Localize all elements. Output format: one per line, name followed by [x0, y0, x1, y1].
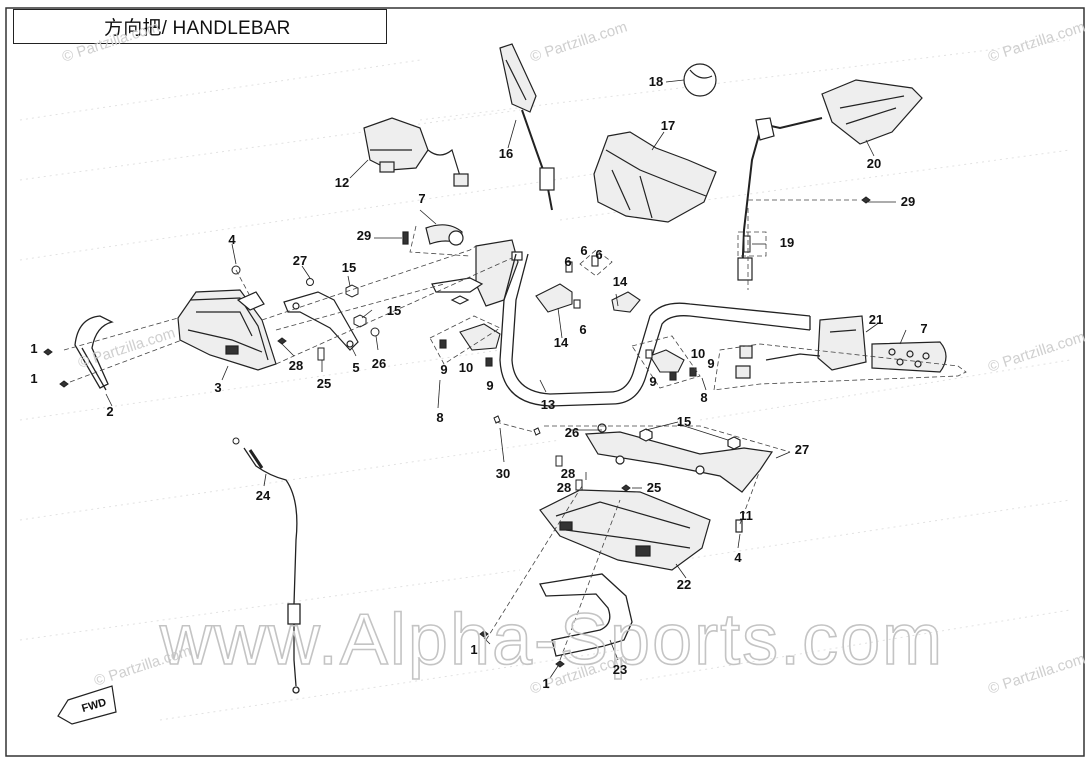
small-watermark: © Partzilla.com	[60, 18, 161, 65]
right-guard-bracket	[539, 573, 633, 657]
leader-lines	[63, 199, 967, 661]
small-watermark: © Partzilla.com	[986, 650, 1087, 697]
throttle-cable	[243, 447, 301, 694]
callout-number: 1	[30, 341, 37, 356]
callout-number: 12	[335, 175, 349, 190]
diagram-title: 方向把/ HANDLEBAR	[13, 9, 387, 44]
callout-number: 28	[561, 466, 575, 481]
callout-number: 7	[418, 191, 425, 206]
small-watermark: © Partzilla.com	[986, 328, 1087, 375]
left-switch-housing	[363, 117, 469, 187]
small-watermark: © Partzilla.com	[986, 18, 1087, 65]
right-mirror	[737, 79, 923, 281]
callout-number: 28	[289, 358, 303, 373]
callout-number: 4	[734, 550, 742, 565]
callout-number: 3	[214, 380, 221, 395]
callout-number: 23	[613, 662, 627, 677]
callout-number: 16	[499, 146, 513, 161]
callout-number: 29	[901, 194, 915, 209]
small-watermark: © Partzilla.com	[528, 18, 629, 65]
callout-number: 26	[565, 425, 579, 440]
callout-number: 15	[342, 260, 356, 275]
callout-number: 6	[579, 322, 586, 337]
callout-number: 29	[357, 228, 371, 243]
right-guard-arm	[584, 423, 774, 493]
diagram-border	[5, 7, 1085, 757]
callout-number: 21	[869, 312, 883, 327]
callout-number: 26	[372, 356, 386, 371]
callout-number: 9	[486, 378, 493, 393]
callout-number: 6	[580, 243, 587, 258]
callout-number: 13	[541, 397, 555, 412]
callout-number: 5	[352, 360, 359, 375]
callout-leaders	[105, 79, 907, 679]
callout-number: 15	[387, 303, 401, 318]
left-hand-guard-bracket	[74, 315, 114, 391]
fwd-arrow-icon: FWD	[57, 685, 117, 725]
callout-number: 10	[459, 360, 473, 375]
callout-number: 20	[867, 156, 881, 171]
callout-number: 8	[700, 390, 707, 405]
callout-number: 27	[795, 442, 809, 457]
callout-number: 1	[542, 676, 549, 691]
callout-number: 9	[440, 362, 447, 377]
callout-number: 30	[496, 466, 510, 481]
callout-number: 24	[256, 488, 271, 503]
callout-number: 2	[106, 404, 113, 419]
callout-number: 15	[677, 414, 691, 429]
right-hand-guard	[539, 489, 743, 571]
right-fasteners	[232, 196, 871, 668]
handlebar-clamps	[439, 255, 697, 381]
callout-number: 9	[707, 356, 714, 371]
left-mirror	[499, 43, 555, 211]
callout-number: 10	[691, 346, 705, 361]
callout-number: 9	[649, 374, 656, 389]
master-cylinder-lever	[402, 224, 523, 307]
callout-number: 7	[920, 321, 927, 336]
main-watermark: www.Alpha-Sports.com	[159, 600, 944, 680]
callout-number: 25	[647, 480, 661, 495]
callout-number: 4	[228, 232, 236, 247]
right-switch-housing	[735, 315, 867, 379]
cap-part-18	[683, 63, 717, 97]
callout-number: 14	[613, 274, 628, 289]
callout-number: 6	[595, 247, 602, 262]
callout-number: 6	[564, 254, 571, 269]
callout-number: 17	[661, 118, 675, 133]
handlebar-cover	[593, 131, 717, 223]
callout-number: 8	[436, 410, 443, 425]
handlebar-tube	[499, 253, 811, 407]
callout-number: 11	[739, 508, 753, 523]
callout-number: 28	[557, 480, 571, 495]
right-grip	[871, 341, 947, 373]
clip-19	[743, 235, 751, 253]
callout-number: 27	[293, 253, 307, 268]
callout-number: 25	[317, 376, 331, 391]
callout-number: 1	[470, 642, 477, 657]
left-guard-fasteners	[43, 265, 380, 388]
callout-number: 19	[780, 235, 794, 250]
callout-number: 14	[554, 335, 569, 350]
callout-number: 1	[30, 371, 37, 386]
callout-number: 18	[649, 74, 663, 89]
callout-number: 22	[677, 577, 691, 592]
